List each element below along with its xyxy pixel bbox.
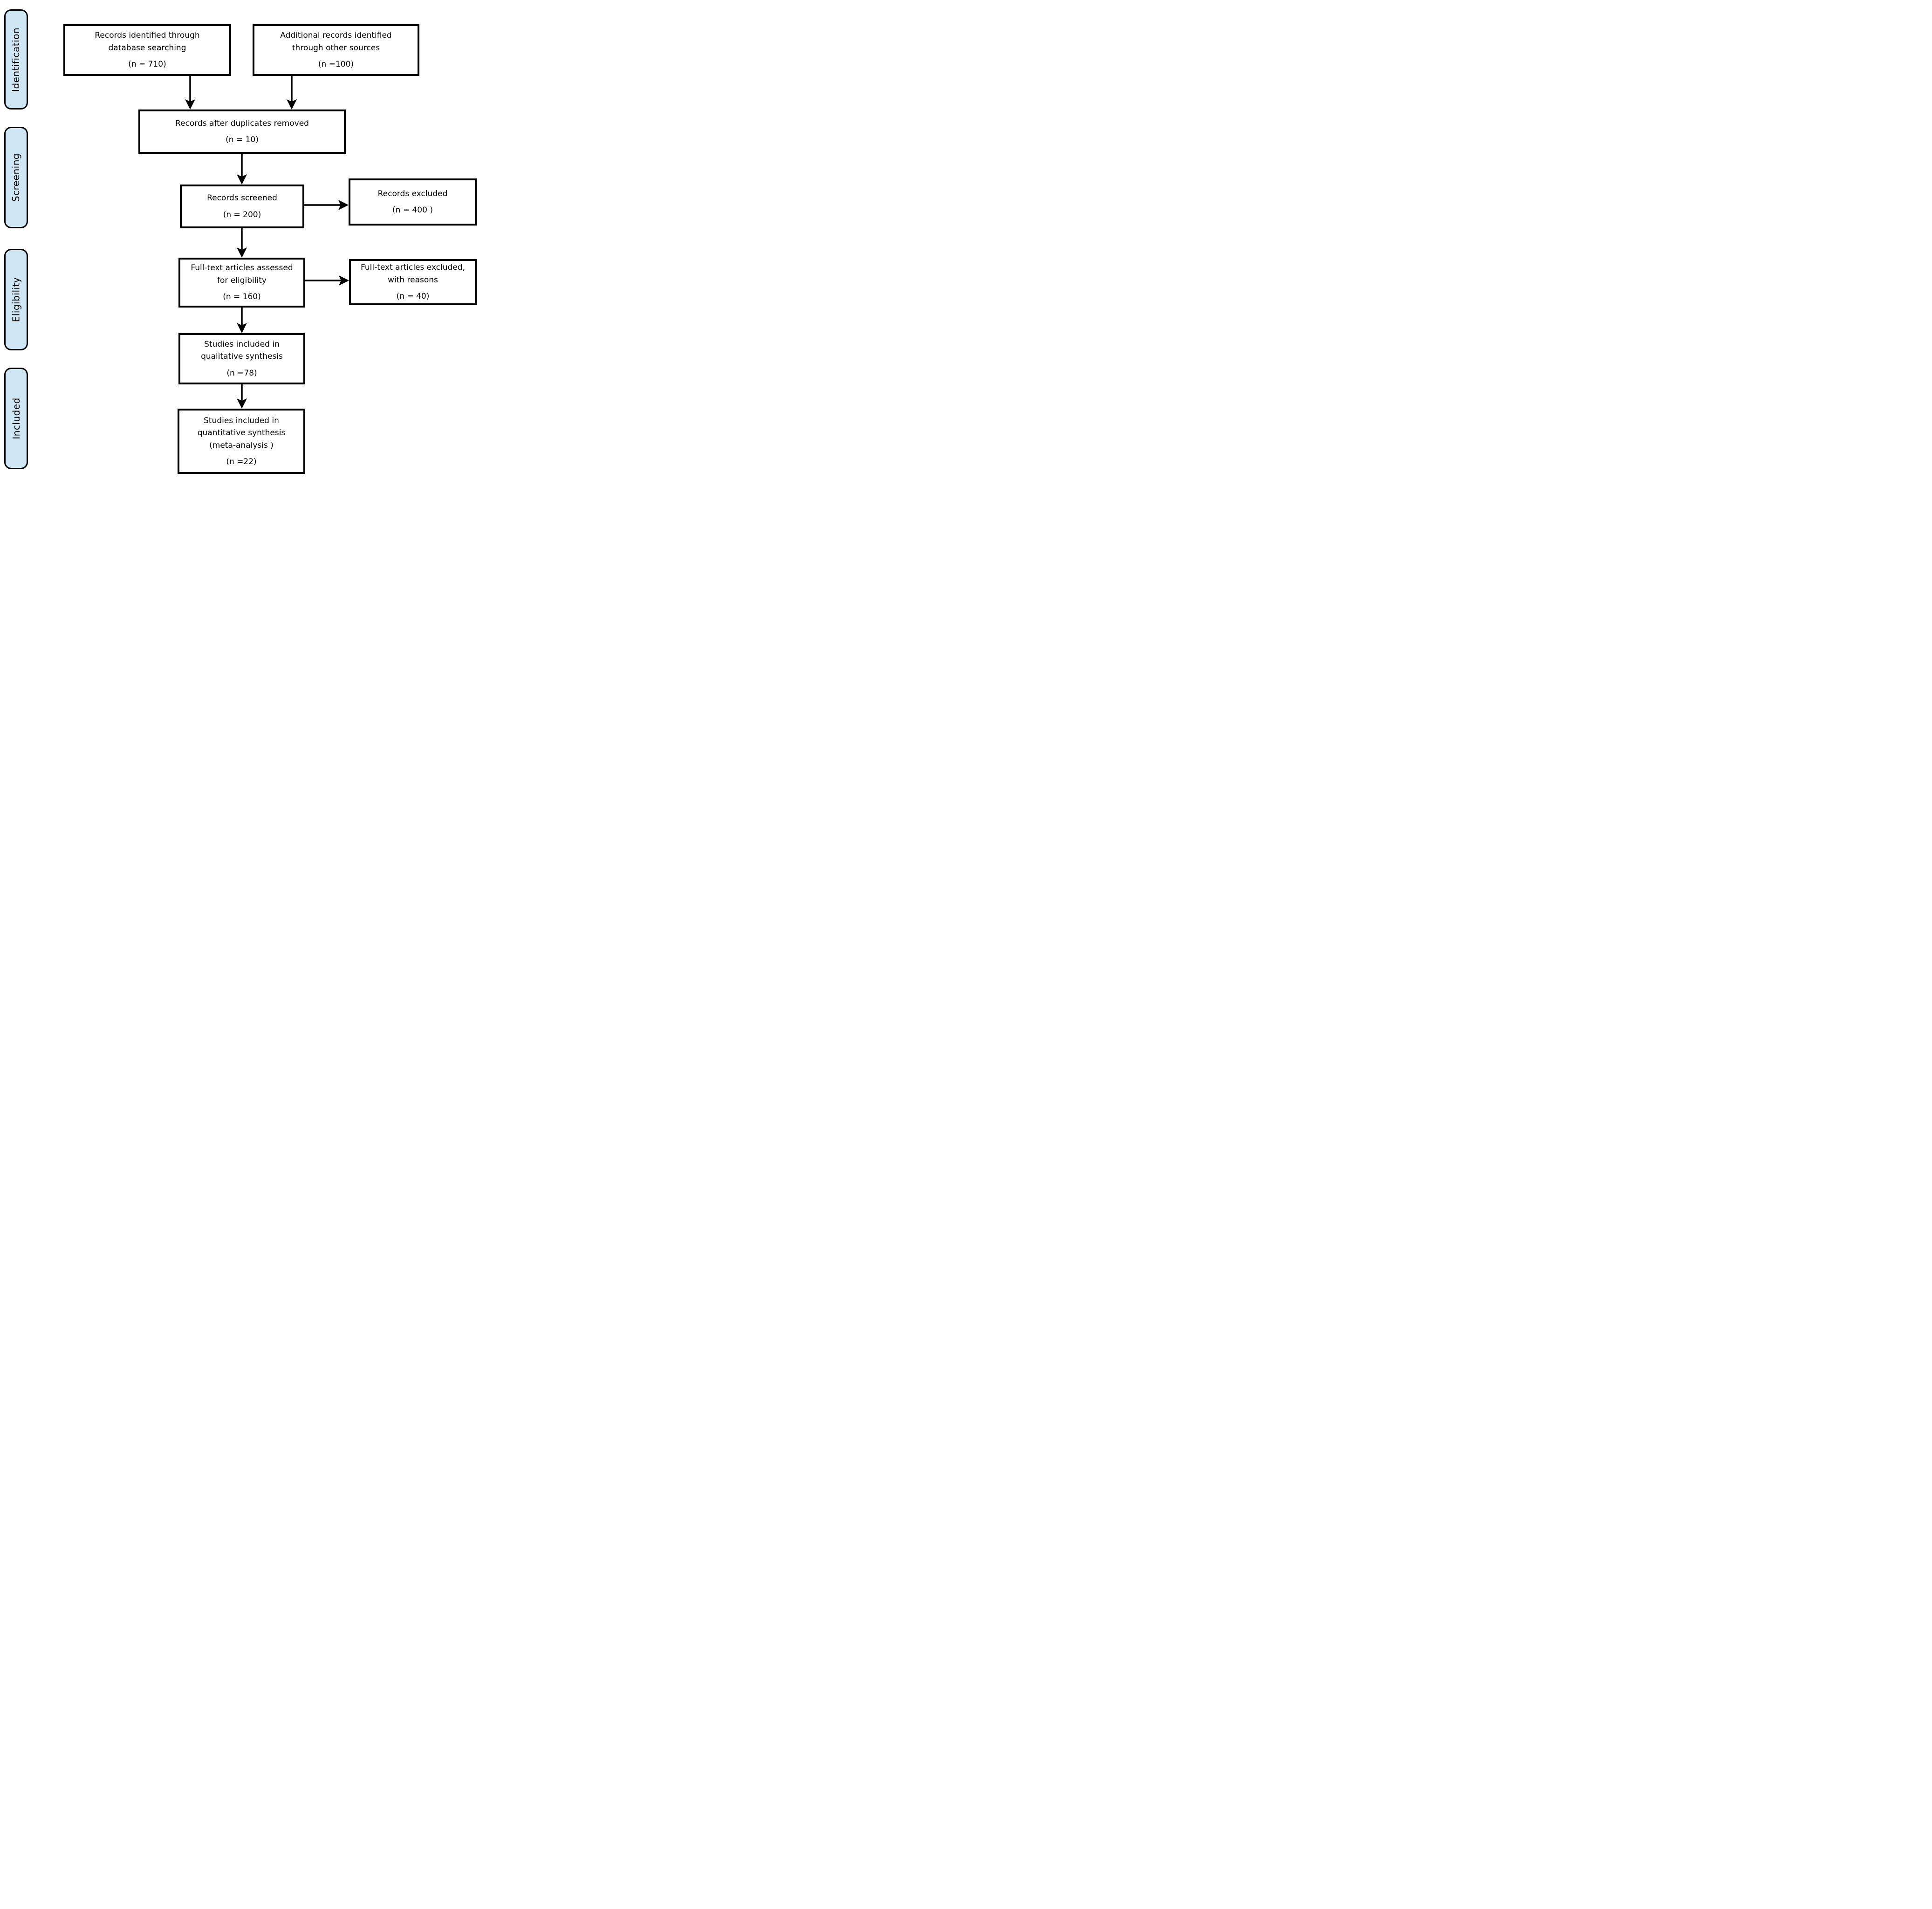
arrow-duplicates-to-screened <box>237 154 247 185</box>
box-qualitative-synthesis-line: qualitative synthesis <box>201 352 283 362</box>
stage-included-label: Included <box>10 397 22 439</box>
box-fulltext-assessed-line: for eligibility <box>217 275 267 285</box>
box-qualitative-synthesis-line: Studies included in <box>204 339 280 349</box>
box-records-excluded-count: (n = 400 ) <box>392 205 433 215</box>
arrow-screened-to-excluded <box>304 200 349 210</box>
box-records-screened-line: Records screened <box>207 193 277 203</box>
box-quantitative-synthesis-line: quantitative synthesis <box>197 428 286 438</box>
arrow-qualitative-to-quantitative <box>237 384 247 409</box>
box-records-screened-count: (n = 200) <box>223 210 261 219</box>
box-records-identified-line: database searching <box>108 43 186 53</box>
box-records-identified-line: Records identified through <box>95 31 200 41</box>
box-quantitative-synthesis: Studies included in quantitative synthes… <box>178 409 305 474</box>
box-additional-records-line: Additional records identified <box>280 31 392 41</box>
box-records-excluded: Records excluded (n = 400 ) <box>349 178 477 226</box>
box-records-identified-count: (n = 710) <box>128 60 166 69</box>
stage-included: Included <box>4 368 28 469</box>
box-fulltext-assessed: Full-text articles assessed for eligibil… <box>178 258 305 308</box>
box-additional-records-line: through other sources <box>292 43 380 53</box>
arrow-fulltext-to-qualitative <box>237 308 247 333</box>
box-fulltext-excluded-line: with reasons <box>388 275 438 285</box>
arrow-additional-to-duplicates <box>287 76 297 109</box>
stage-eligibility: Eligibility <box>4 249 28 350</box>
box-fulltext-excluded-line: Full-text articles excluded, <box>361 263 465 273</box>
box-additional-records-count: (n =100) <box>318 60 354 69</box>
arrow-identified-to-duplicates <box>185 76 195 109</box>
stage-screening-label: Screening <box>10 153 22 202</box>
box-fulltext-assessed-line: Full-text articles assessed <box>191 263 293 273</box>
box-qualitative-synthesis-count: (n =78) <box>226 368 257 378</box>
stage-identification: Identification <box>4 9 28 109</box>
box-duplicates-removed-count: (n = 10) <box>226 135 259 144</box>
box-duplicates-removed: Records after duplicates removed (n = 10… <box>138 109 346 154</box>
box-qualitative-synthesis: Studies included in qualitative synthesi… <box>178 333 305 384</box>
box-additional-records: Additional records identified through ot… <box>253 24 419 76</box>
box-fulltext-assessed-count: (n = 160) <box>223 292 261 302</box>
arrow-fulltext-to-fulltext-excluded <box>305 275 349 286</box>
box-records-identified: Records identified through database sear… <box>63 24 231 76</box>
arrow-screened-to-fulltext <box>237 228 247 258</box>
box-records-screened: Records screened (n = 200) <box>180 185 304 228</box>
box-duplicates-removed-line: Records after duplicates removed <box>175 118 309 128</box>
box-quantitative-synthesis-line: Studies included in <box>204 416 279 425</box>
box-quantitative-synthesis-line: (meta-analysis ) <box>209 440 274 450</box>
prisma-flow-diagram: Identification Screening Eligibility Inc… <box>0 0 483 477</box>
box-fulltext-excluded: Full-text articles excluded, with reason… <box>349 259 477 305</box>
box-quantitative-synthesis-count: (n =22) <box>226 457 257 466</box>
box-fulltext-excluded-count: (n = 40) <box>396 292 430 301</box>
stage-identification-label: Identification <box>10 27 22 92</box>
box-records-excluded-line: Records excluded <box>377 189 448 198</box>
stage-eligibility-label: Eligibility <box>10 277 22 322</box>
stage-screening: Screening <box>4 127 28 228</box>
